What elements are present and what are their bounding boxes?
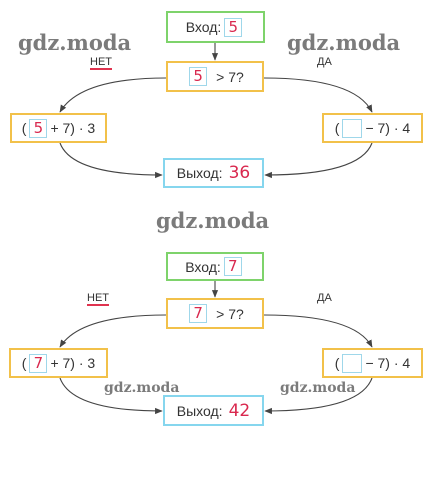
output-value-1: 36 (228, 163, 251, 183)
arrow-right-to-output-1 (264, 142, 373, 179)
arrow-left-to-output-2 (59, 377, 163, 415)
no-branch-tail-2: + 7) · 3 (50, 355, 96, 371)
watermark-text: gdz.moda (104, 380, 180, 396)
output-label-2: Выход: (176, 402, 223, 419)
no-label-2: НЕТ (87, 292, 109, 306)
condition-text-2: > 7? (216, 305, 244, 322)
arrow-yes-branch-1 (263, 77, 373, 113)
yes-label-2: ДА (317, 292, 332, 304)
condition-value-1: 5 (189, 67, 208, 86)
no-branch-open-1: ( (21, 120, 27, 136)
no-label-1: НЕТ (90, 56, 112, 70)
input-label-1: Вход: (185, 19, 222, 35)
watermark-text: gdz.moda (287, 30, 401, 55)
condition-text-1: > 7? (216, 68, 244, 85)
watermark-text: gdz.moda (18, 30, 132, 55)
yes-branch-box-2: ( − 7) · 4 (322, 348, 423, 378)
yes-branch-value-1 (342, 118, 363, 138)
input-box-2: Вход: 7 (166, 252, 264, 281)
no-branch-value-1: 5 (29, 118, 48, 138)
watermark-text: gdz.moda (156, 208, 270, 233)
arrow-yes-branch-2 (263, 314, 373, 348)
output-label-1: Выход: (176, 165, 223, 181)
no-branch-tail-1: + 7) · 3 (50, 120, 96, 136)
input-label-2: Вход: (185, 258, 221, 275)
yes-branch-open-2: ( (334, 355, 340, 371)
no-branch-box-2: ( 7 + 7) · 3 (9, 348, 108, 378)
output-value-2: 42 (228, 400, 251, 421)
yes-branch-value-2 (342, 353, 363, 373)
arrow-right-to-output-2 (264, 377, 373, 415)
yes-branch-open-1: ( (334, 120, 340, 136)
no-branch-value-2: 7 (29, 353, 48, 373)
yes-branch-box-1: ( − 7) · 4 (322, 113, 423, 143)
condition-box-1: 5 > 7? (166, 61, 264, 92)
input-value-1: 5 (224, 17, 243, 37)
watermark-text: gdz.moda (280, 380, 356, 396)
yes-branch-tail-2: − 7) · 4 (365, 355, 411, 371)
yes-branch-tail-1: − 7) · 4 (365, 120, 411, 136)
condition-box-2: 7 > 7? (166, 298, 264, 329)
input-box-1: Вход: 5 (166, 11, 265, 43)
output-box-1: Выход: 36 (163, 158, 264, 188)
condition-value-2: 7 (189, 304, 208, 323)
yes-label-1: ДА (317, 56, 332, 68)
no-branch-box-1: ( 5 + 7) · 3 (10, 113, 107, 143)
arrow-no-branch-2 (59, 314, 167, 348)
input-value-2: 7 (223, 257, 242, 276)
arrow-left-to-output-1 (59, 142, 163, 179)
output-box-2: Выход: 42 (163, 395, 264, 426)
arrow-no-branch-1 (59, 77, 167, 113)
no-branch-open-2: ( (21, 355, 27, 371)
